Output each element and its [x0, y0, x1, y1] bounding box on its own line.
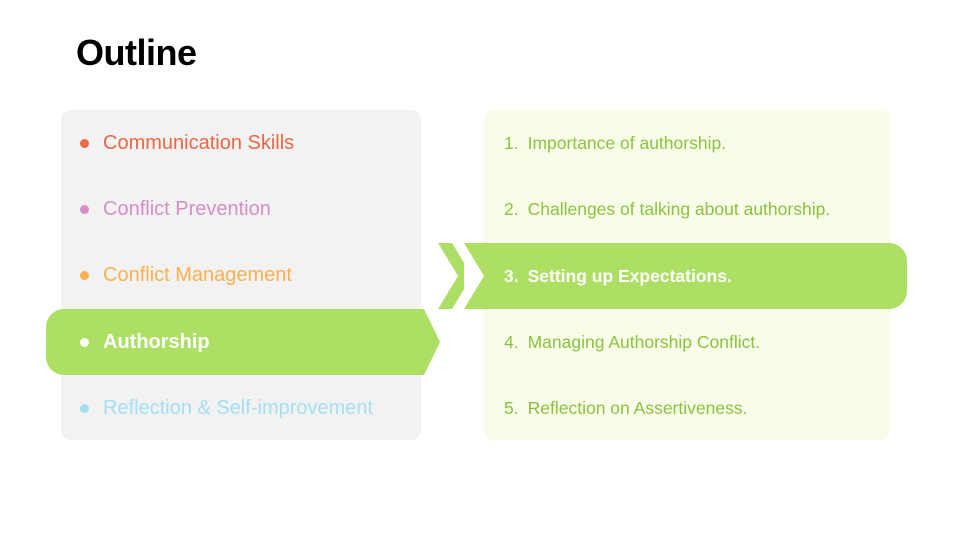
section-item[interactable]: Communication Skills: [80, 110, 420, 176]
bullet-dot-icon: [80, 204, 89, 214]
subtopic-label: Reflection on Assertiveness.: [527, 397, 748, 418]
section-item[interactable]: Reflection & Self-improvement: [80, 375, 420, 441]
section-item[interactable]: Conflict Management: [80, 242, 420, 308]
subtopic-number: 5.: [504, 397, 519, 418]
sections-panel: [61, 110, 421, 440]
subtopic-label: Managing Authorship Conflict.: [527, 331, 761, 352]
subtopic-label: Setting up Expectations.: [527, 265, 732, 286]
subtopic-number: 1.: [504, 132, 519, 153]
section-label: Authorship: [103, 330, 210, 353]
section-label: Reflection & Self-improvement: [103, 396, 374, 419]
subtopic-number: 2.: [504, 198, 519, 219]
bullet-dot-icon: [80, 337, 89, 347]
subtopic-item[interactable]: 1. Importance of authorship.: [504, 110, 894, 176]
bullet-dot-icon: [80, 403, 89, 413]
section-label: Conflict Prevention: [103, 197, 271, 220]
subtopic-item[interactable]: 4. Managing Authorship Conflict.: [504, 309, 894, 375]
active-subtopic-highlight: [464, 243, 907, 309]
subtopic-label: Importance of authorship.: [527, 132, 727, 153]
subtopic-label: Challenges of talking about authorship.: [527, 198, 831, 219]
section-label: Communication Skills: [103, 131, 295, 154]
section-item[interactable]: Conflict Prevention: [80, 176, 420, 242]
section-label: Conflict Management: [103, 263, 292, 286]
bullet-dot-icon: [80, 138, 89, 148]
subtopic-number: 4.: [504, 331, 519, 352]
bullet-dot-icon: [80, 270, 89, 280]
active-section-highlight: [46, 309, 440, 375]
subtopic-item[interactable]: 2. Challenges of talking about authorshi…: [504, 176, 894, 242]
page-title: Outline: [76, 32, 197, 73]
section-item-active[interactable]: Authorship: [80, 309, 420, 375]
subtopic-item-active[interactable]: 3. Setting up Expectations.: [504, 243, 894, 309]
subtopic-number: 3.: [504, 265, 519, 286]
subtopic-item[interactable]: 5. Reflection on Assertiveness.: [504, 375, 894, 441]
